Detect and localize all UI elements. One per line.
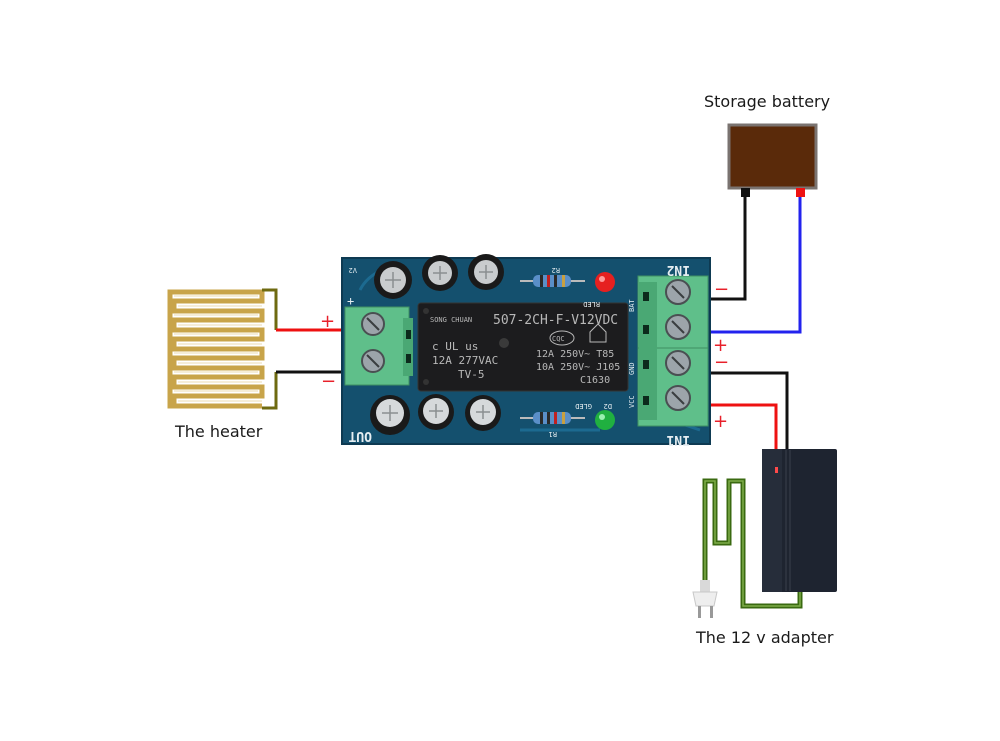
silk-v2: V2 [349, 266, 357, 274]
relay: SONG CHUAN 507-2CH-F-V 12VDC c UL us CQC… [417, 302, 629, 392]
heater-plus-sign: + [320, 311, 335, 332]
in1-plus-sign: + [713, 411, 728, 432]
silk-r1: R1 [549, 430, 557, 438]
silk-r2: R2 [552, 266, 560, 274]
relay-rating-10a: 10A 250V~ J105 [536, 362, 620, 373]
adapter-label: The 12 v adapter [696, 628, 834, 647]
in1-minus-sign: − [714, 352, 729, 373]
silk-bat: BAT [628, 299, 636, 312]
relay-model: 507-2CH-F-V [493, 313, 579, 328]
silk-in1: IN1 [666, 432, 690, 447]
ac-plug [692, 580, 718, 618]
capacitors-bottom [370, 394, 501, 435]
relay-rating-ac: 12A 277VAC [432, 354, 498, 367]
adapter-wire-black [710, 371, 789, 450]
silk-rled: RLED [583, 300, 600, 308]
silk-d2: D2 [604, 402, 612, 410]
bat-plus-sign: + [713, 335, 728, 356]
heater-label: The heater [175, 422, 263, 441]
silk-out: OUT [348, 428, 372, 443]
out-terminal-block [344, 306, 413, 386]
relay-coil: 12VDC [579, 313, 618, 328]
battery-label: Storage battery [704, 92, 831, 111]
green-led [595, 410, 615, 430]
silk-gled: GLED [575, 402, 592, 410]
relay-brand: SONG CHUAN [430, 316, 472, 324]
resistor-r1 [520, 412, 585, 424]
heater-minus-sign: − [321, 371, 336, 392]
xh-m350-board: SONG CHUAN 507-2CH-F-V 12VDC c UL us CQC… [341, 254, 711, 447]
relay-cqc: CQC [552, 335, 565, 343]
red-led [595, 272, 615, 292]
relay-cert-ul: c UL us [432, 340, 478, 353]
capacitors-top [374, 254, 504, 299]
bat-minus-sign: − [714, 279, 729, 300]
power-adapter [692, 449, 837, 618]
relay-rating-tv: TV-5 [458, 368, 485, 381]
battery-wire-blue [710, 197, 802, 334]
battery-wire-black [710, 197, 747, 301]
silk-vcc: VCC [628, 395, 636, 408]
relay-code: C1630 [580, 375, 610, 386]
resistor-r2 [520, 275, 585, 287]
silk-gnd: GND [628, 362, 636, 375]
relay-rating-12a: 12A 250V~ T85 [536, 349, 614, 360]
storage-battery [727, 123, 818, 197]
input-terminal-block [637, 275, 709, 427]
silk-in2: IN2 [667, 262, 690, 277]
heater-element [167, 288, 278, 410]
silk-plus: + [347, 294, 354, 308]
adapter-wire-red [710, 403, 778, 450]
